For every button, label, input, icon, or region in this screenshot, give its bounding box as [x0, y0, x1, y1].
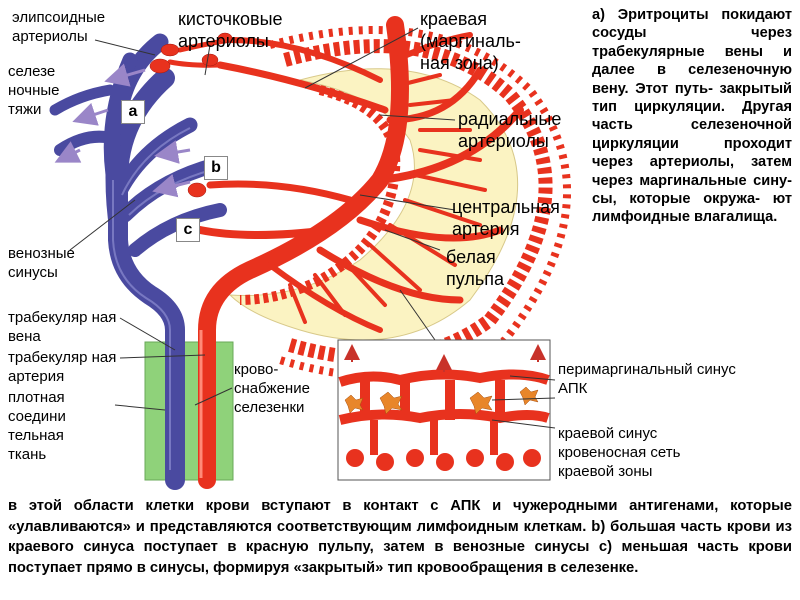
- inset-marginal-zone-detail: [337, 339, 556, 481]
- label-radial-arterioles: радиальные артериолы: [458, 109, 562, 151]
- label-venous-sinuses: венозные синусы: [8, 245, 75, 281]
- path-label-b: b: [204, 156, 228, 180]
- label-trabecular-vein: трабекуляр ная вена: [8, 309, 117, 345]
- label-marginal-zone-network: краевой зоны: [558, 463, 653, 480]
- radial-arterioles: [288, 73, 487, 324]
- path-label-a: a: [121, 100, 145, 124]
- label-central-artery: центральная артерия: [452, 197, 560, 239]
- label-marginal-zone: краевая (маргиналь- ная зона): [420, 9, 521, 73]
- flow-arrows: [54, 63, 191, 198]
- label-spleen-blood-supply: крово- снабжение селезенки: [234, 361, 310, 416]
- label-dense-connective-tissue: плотная соедини тельная ткань: [8, 389, 66, 463]
- label-white-pulp: белая пульпа: [446, 247, 504, 289]
- arterial-tree: [167, 16, 524, 489]
- label-vascular-network: кровеносная сеть: [558, 444, 681, 461]
- label-ellipsoid-arterioles: элипсоидные артериолы: [12, 9, 106, 45]
- label-marginal-sinus: краевой синус: [558, 425, 658, 442]
- label-perimarginal-sinus: перимаргинальный синус: [558, 361, 736, 378]
- white-pulp-region: [228, 68, 518, 341]
- explanation-right-paragraph: а) Эритроциты покидают сосуды через траб…: [592, 7, 792, 226]
- path-label-c: c: [176, 218, 200, 242]
- leader-lines: [69, 27, 456, 411]
- label-apc: АПК: [558, 380, 588, 397]
- label-splenic-cords: селезе ночные тяжи: [8, 63, 60, 118]
- label-trabecular-artery: трабекуляр ная артерия: [8, 349, 117, 385]
- explanation-bottom-paragraph: в этой области клетки крови вступают в к…: [8, 498, 792, 576]
- label-brush-arterioles: кисточковые артериолы: [178, 9, 283, 51]
- dense-connective-tissue-block: [144, 341, 234, 481]
